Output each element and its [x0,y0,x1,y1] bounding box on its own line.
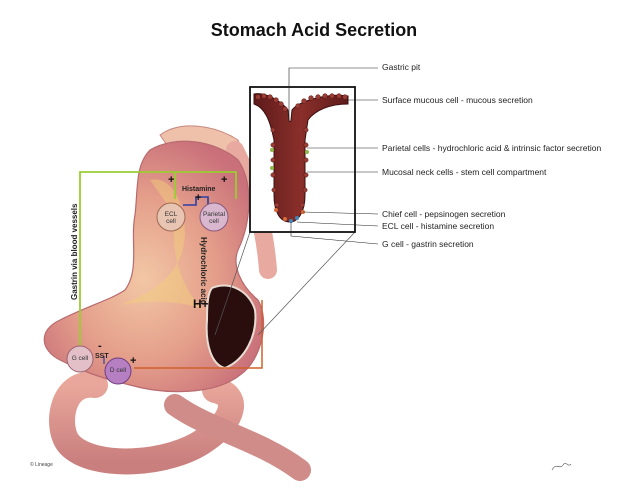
mucous-cell-beads [255,93,348,208]
ecl-cell [156,202,186,232]
duodenum-tail [164,394,311,481]
label-g-cell: G cell - gastrin secretion [382,239,474,249]
label-gastric-pit: Gastric pit [382,62,421,72]
hcl-label: Hydrochloric acid [199,237,208,305]
copyright: © Lineage [30,462,53,468]
g-cell-beads [289,216,299,223]
signature-mark [551,462,572,471]
label-parietal: Parietal cells - hydrochloric acid & int… [382,143,602,153]
plus-sign-d-cell: + [130,355,137,367]
plus-sign-parietal: + [221,174,228,186]
d-cell-label: D cell [109,367,127,374]
parietal-cell-label: Parietal cell [202,211,226,225]
ecl-cell-label: ECL cell [164,211,178,225]
g-cell [66,345,94,373]
plus-sign-ecl: + [168,174,175,186]
histamine-pathway [183,196,209,206]
acid-signal [134,300,263,369]
duodenum [49,371,244,475]
minus-sign-sst: - [98,340,102,352]
g-cell-label: G cell [71,355,89,362]
sst-label: SST [95,353,109,360]
plus-sign-histamine: + [195,192,202,204]
histamine-label: Histamine [182,186,216,193]
label-chief: Chief cell - pepsinogen secretion [382,209,506,219]
parietal-cell-beads [270,148,309,170]
hplus-label: H+ [193,297,209,311]
label-ecl: ECL cell - histamine secretion [382,221,495,231]
label-surface-mucous: Surface mucous cell - mucous secretion [382,95,533,105]
gastric-pit-shape [253,93,349,223]
gastrin-path-label: Gastrin via blood vessels [70,203,79,300]
page-title: Stomach Acid Secretion [210,20,418,40]
d-cell [104,357,132,385]
parietal-cell [199,202,229,232]
label-mucosal-neck: Mucosal neck cells - stem cell compartme… [382,167,547,177]
gastrin-pathway [79,171,237,346]
